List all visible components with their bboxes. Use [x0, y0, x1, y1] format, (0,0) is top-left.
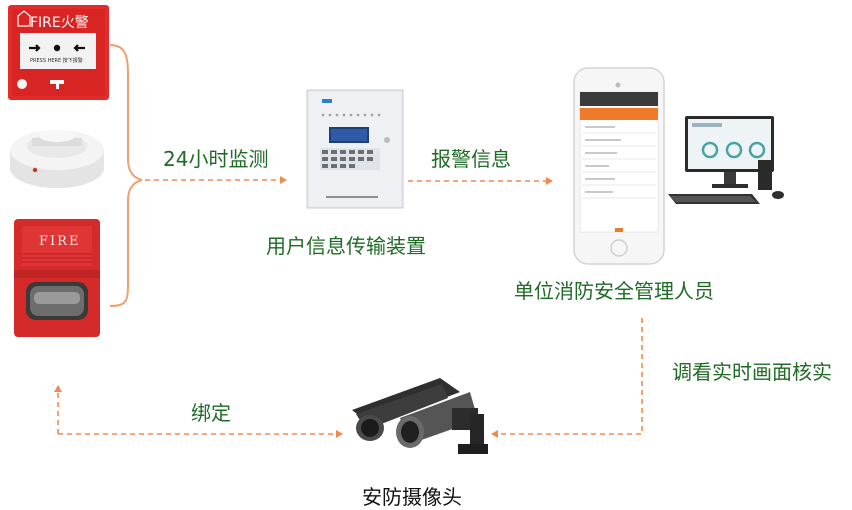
- label-monitor: 24小时监测: [163, 147, 269, 171]
- label-bind: 绑定: [191, 401, 231, 425]
- fire-strobe-icon: FIRE: [14, 219, 100, 337]
- label-camera: 安防摄像头: [362, 485, 462, 509]
- strobe-label: FIRE: [39, 234, 80, 249]
- label-manager: 单位消防安全管理人员: [514, 279, 714, 303]
- label-alarm-info: 报警信息: [431, 147, 511, 171]
- security-camera-icon: [352, 378, 488, 454]
- arrow-verify: [491, 318, 643, 438]
- manual-call-point-icon: FIRE火警 PRESS HERE 按下报警: [8, 5, 109, 100]
- label-verify: 调看实时画面核实: [672, 360, 832, 384]
- call-point-press: PRESS HERE 按下报警: [30, 57, 83, 64]
- transmission-device-icon: [306, 89, 404, 209]
- label-device-name: 用户信息传输装置: [266, 234, 426, 258]
- desktop-computer-icon: [668, 116, 784, 204]
- smoke-detector-icon: [10, 130, 104, 188]
- call-point-title: FIRE火警: [30, 15, 89, 31]
- smartphone-icon: [573, 67, 665, 265]
- device-group-bracket: [109, 44, 143, 307]
